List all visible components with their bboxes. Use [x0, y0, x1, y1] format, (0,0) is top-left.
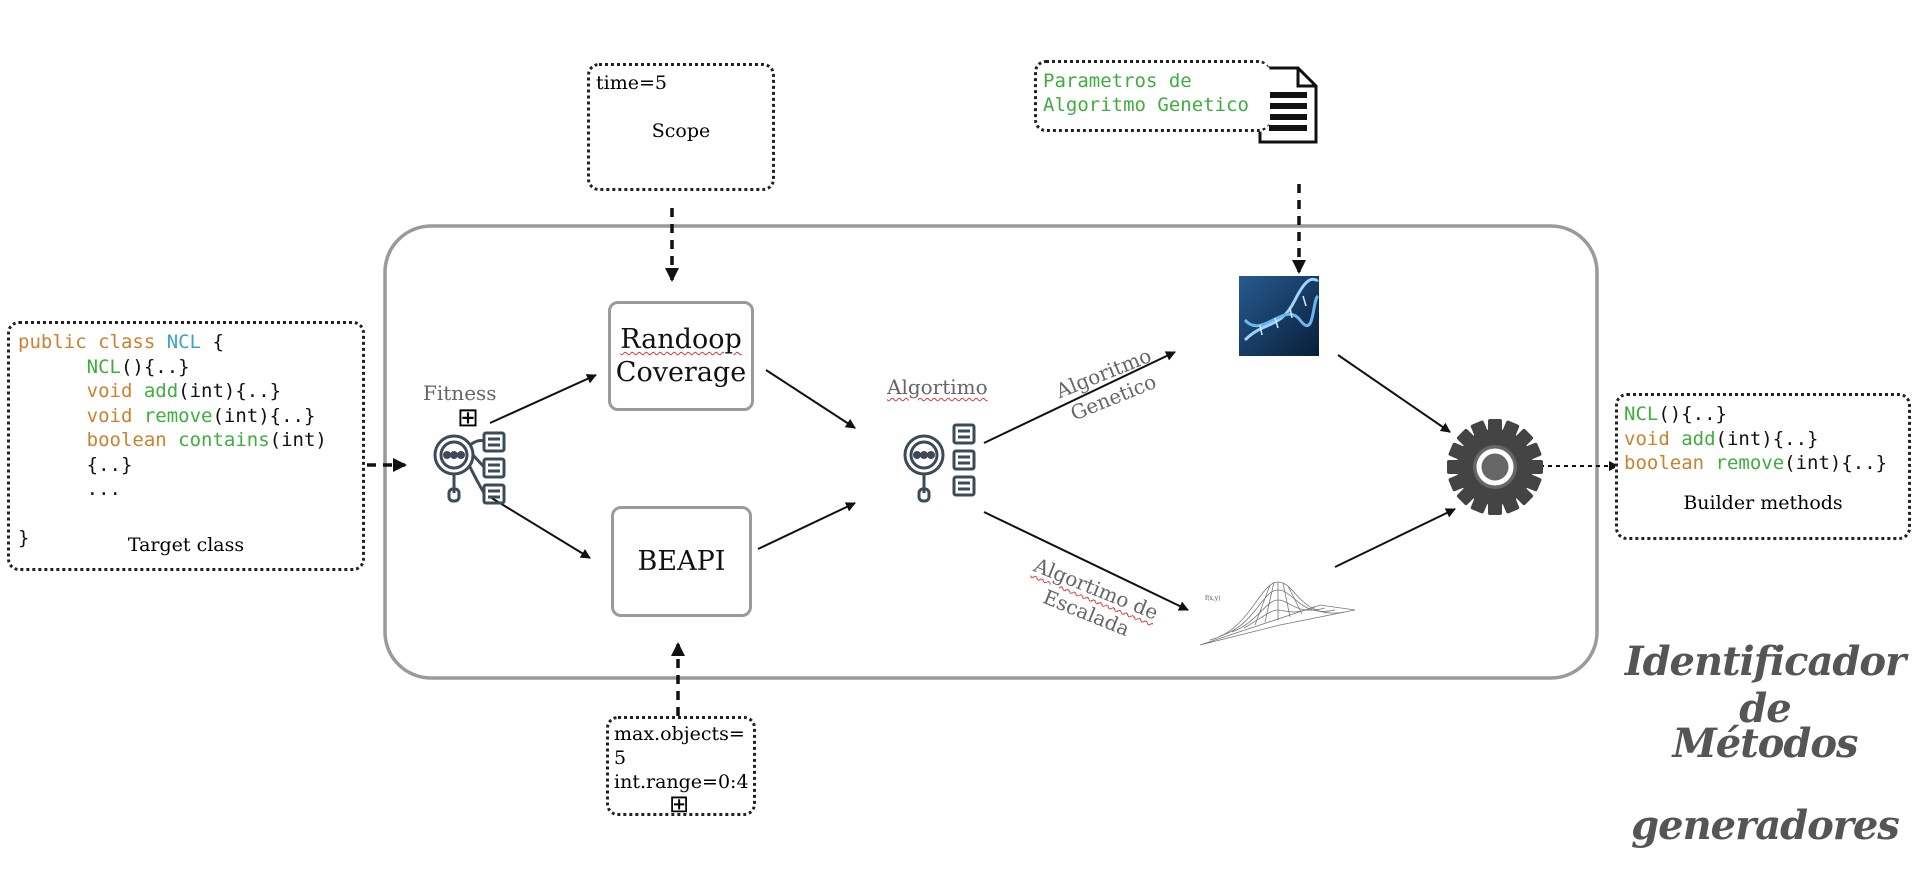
code-token — [18, 405, 87, 427]
code-token — [18, 380, 87, 402]
surface-plot-icon: f(x,y) — [1199, 581, 1356, 646]
max-objects-value: 5 — [614, 747, 627, 769]
code-token: void — [1624, 427, 1682, 450]
code-token: NCL — [166, 331, 202, 353]
scope-time-text: time=5 — [596, 72, 667, 94]
dna-icon — [1239, 276, 1320, 356]
code-token: void — [86, 380, 144, 402]
arrow-dna-to-gear — [1337, 354, 1451, 433]
svg-text:f(x,y): f(x,y) — [1205, 595, 1221, 602]
beapi-label: BEAPI — [637, 546, 726, 577]
code-token: NCL — [1624, 403, 1659, 425]
code-token: (){..} — [120, 355, 190, 378]
randoop-coverage-box: Randoop Coverage — [608, 301, 754, 411]
randoop-label: Randoop — [620, 324, 742, 355]
code-token: (int){..} — [212, 404, 316, 427]
builder-methods-box: NCL(){..}void add(int){..}boolean remove… — [1615, 393, 1911, 540]
magnifier-list-icon — [903, 423, 976, 503]
code-token: ... — [18, 478, 121, 500]
expand-icon[interactable]: ⊞ — [669, 790, 690, 818]
code-token: add — [1681, 427, 1716, 450]
target-code-line: ... — [18, 477, 327, 502]
code-token: NCL — [86, 355, 121, 378]
target-code-line: public class NCL { — [18, 330, 327, 355]
code-token: (){..} — [1658, 403, 1727, 425]
beapi-box: BEAPI — [611, 506, 752, 617]
beapi-params-box: max.objects= 5 int.range=0:4 ⊞ — [606, 716, 756, 816]
target-class-code: public class NCL { NCL(){..} void add(in… — [18, 330, 327, 551]
arrow-plot-to-gear — [1334, 508, 1456, 568]
builder-code-line: NCL(){..} — [1624, 402, 1887, 427]
target-code-line: void remove(int){..} — [18, 404, 327, 429]
magnifier-list-icon — [433, 431, 506, 505]
gear-icon — [1447, 419, 1543, 515]
code-token: {..} — [18, 453, 133, 476]
target-code-line: {..} — [18, 453, 327, 478]
target-code-line: void add(int){..} — [18, 379, 327, 404]
code-token: boolean — [1624, 452, 1716, 474]
code-token: (int){..} — [178, 380, 282, 402]
diagram-title-line3: generadores — [1631, 802, 1900, 849]
builder-code-line: boolean remove(int){..} — [1624, 451, 1887, 476]
target-code-line: } — [18, 526, 327, 551]
scope-box: time=5 Scope — [587, 63, 775, 191]
max-objects-text: max.objects= — [614, 723, 745, 745]
code-token: class — [98, 331, 167, 353]
document-icon — [1258, 66, 1318, 144]
code-token: contains — [178, 429, 270, 451]
arrow-fitness-to-beapi — [489, 496, 591, 559]
code-token: public — [18, 331, 99, 353]
diagram-title-line1: Identificador de — [1624, 638, 1906, 732]
arrow-beapi-to-algo — [757, 502, 856, 550]
target-code-line — [18, 502, 327, 527]
fitness-label: Fitness — [423, 381, 497, 405]
code-token: { — [201, 331, 224, 353]
code-token: remove — [143, 404, 213, 427]
int-range-text: int.range=0:4 — [614, 771, 749, 793]
code-token: (int){..} — [1715, 427, 1819, 450]
arrow-algo-to-dna — [983, 351, 1176, 444]
ga-params-line1: Parametros de — [1043, 70, 1192, 92]
arrow-algo-to-plot — [983, 511, 1189, 611]
code-token — [18, 429, 87, 451]
target-class-box: public class NCL { NCL(){..} void add(in… — [7, 321, 365, 571]
target-code-line: NCL(){..} — [18, 355, 327, 380]
coverage-label: Coverage — [615, 357, 747, 388]
code-token: void — [86, 404, 144, 427]
ga-params-box: Parametros de Algoritmo Genetico — [1034, 60, 1270, 132]
code-token: } — [18, 527, 30, 549]
main-frame — [383, 224, 1599, 680]
scope-label: Scope — [651, 120, 711, 142]
code-token: (int) — [269, 429, 327, 451]
code-token: remove — [1715, 452, 1785, 474]
target-code-line: boolean contains(int) — [18, 428, 327, 453]
builder-methods-caption: Builder methods — [1683, 492, 1843, 514]
algorithm-label: Algortimo — [887, 375, 988, 399]
fitness-expand-icon[interactable]: ⊞ — [457, 403, 479, 433]
code-token: (int){..} — [1784, 452, 1888, 474]
ga-params-line2: Algoritmo Genetico — [1043, 94, 1249, 116]
code-token: add — [143, 380, 179, 402]
builder-methods-code: NCL(){..}void add(int){..}boolean remove… — [1624, 402, 1887, 476]
arrow-fitness-to-randoop — [489, 374, 597, 424]
arrow-randoop-to-algo — [765, 369, 856, 429]
diagram-title-line2: Métodos — [1672, 720, 1858, 767]
code-token — [18, 356, 87, 378]
builder-code-line: void add(int){..} — [1624, 427, 1887, 452]
target-class-caption: Target class — [127, 534, 245, 556]
code-token: boolean — [86, 429, 179, 451]
